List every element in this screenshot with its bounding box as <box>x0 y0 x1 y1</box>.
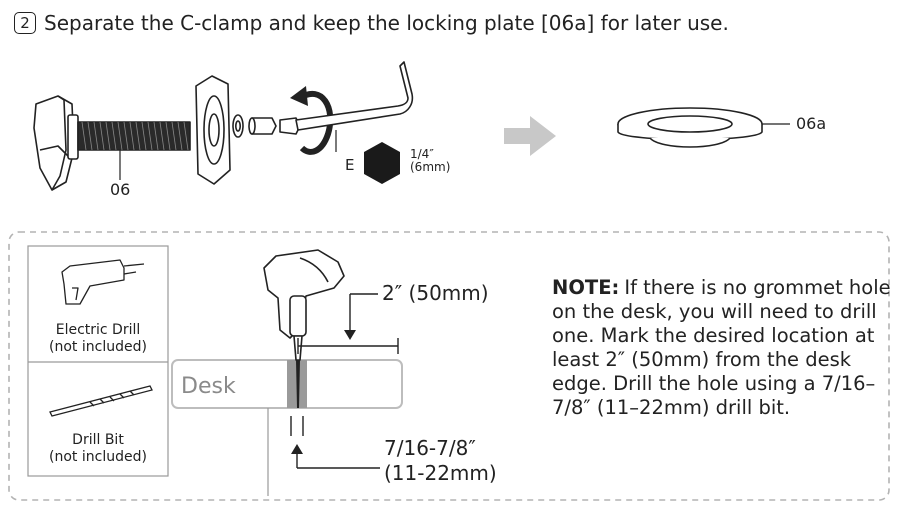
tool-note: (not included) <box>49 339 147 355</box>
note-body: If there is no grommet hole on the desk,… <box>552 276 891 419</box>
hex-profile-icon <box>364 142 400 184</box>
drill-illustration <box>263 249 345 361</box>
hex-size-mm: (6mm) <box>410 160 451 174</box>
electric-drill-icon <box>61 259 145 305</box>
step-instruction: Separate the C-clamp and keep the lockin… <box>44 11 729 35</box>
hole-size-inch: 7/16-7/8″ <box>384 436 476 460</box>
locking-plate-illustration <box>617 107 790 148</box>
tools-panel <box>27 245 169 477</box>
hex-size-label: 1/4″ (6mm) <box>410 148 450 174</box>
note-heading: NOTE: <box>552 276 620 299</box>
hole-size-label: 7/16-7/8″ (11-22mm) <box>384 436 497 486</box>
tool-letter-label: E <box>345 156 355 174</box>
hole-size-mm: (11-22mm) <box>384 461 497 485</box>
desk-illustration <box>171 359 403 496</box>
drill-bit-icon <box>49 385 153 417</box>
hex-key-tool <box>295 61 414 131</box>
step-number-badge: 2 <box>14 12 36 34</box>
edge-distance-dimension <box>297 293 399 354</box>
tool-note: (not included) <box>49 449 147 465</box>
drilling-note: NOTE:If there is no grommet hole on the … <box>552 276 892 420</box>
plate-part-label: 06a <box>796 114 827 133</box>
clamp-screw-illustration <box>33 75 301 191</box>
edge-distance-label: 2″ (50mm) <box>382 281 489 305</box>
desk-label: Desk <box>181 374 236 399</box>
hex-size-inch: 1/4″ <box>410 147 434 161</box>
tool-name: Drill Bit <box>72 432 124 448</box>
transition-arrow-icon <box>504 116 556 156</box>
clamp-part-label: 06 <box>110 180 131 199</box>
step-heading: 2 Separate the C-clamp and keep the lock… <box>14 8 729 38</box>
hole-size-dimension <box>290 416 380 469</box>
rotation-arrow-icon <box>290 86 334 155</box>
tool-label-electric-drill: Electric Drill (not included) <box>34 322 162 356</box>
drilling-instructions-frame <box>8 231 890 501</box>
tool-label-drill-bit: Drill Bit (not included) <box>34 432 162 466</box>
tool-name: Electric Drill <box>55 322 141 338</box>
